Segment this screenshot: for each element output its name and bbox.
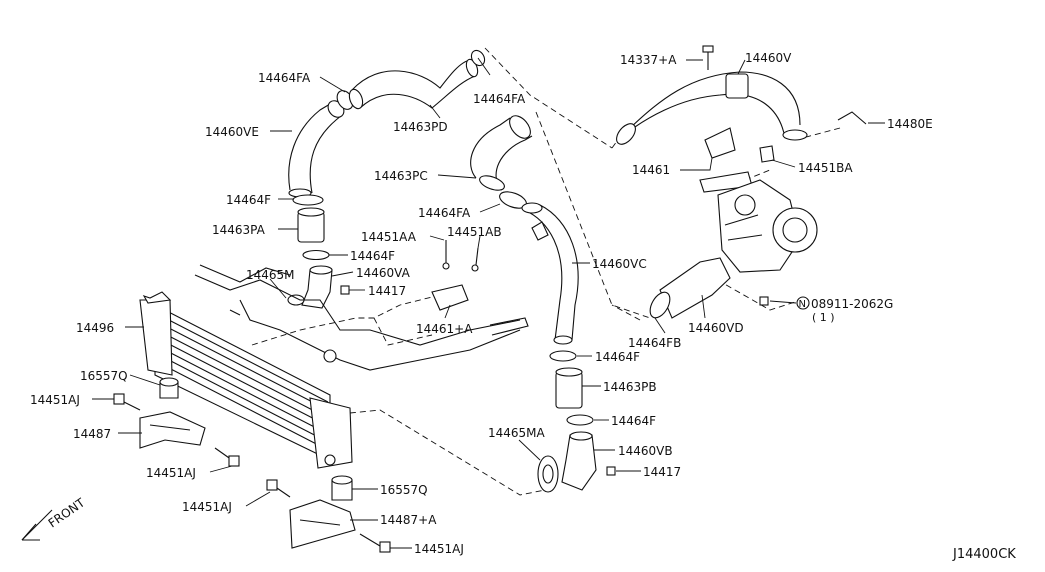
pipe-14460v: [616, 71, 808, 145]
pipe-14460vd: [649, 257, 731, 319]
diagram-code: J14400CK: [952, 547, 1016, 562]
part-label: 14464F: [595, 350, 640, 364]
part-label: 14464FA: [418, 206, 471, 220]
part-label: 14463PA: [212, 223, 266, 237]
reference-n: N: [799, 299, 806, 310]
bolt-14451aj-4: [359, 533, 391, 553]
bolt-14337a: [702, 45, 714, 70]
clip-14480e: [837, 111, 867, 125]
front-direction-indicator: FRONT: [21, 495, 88, 541]
hose-14463pc: [470, 115, 533, 191]
part-label: 14464FA: [258, 71, 311, 85]
hose-14463pb: [555, 367, 583, 409]
part-label: 14451AJ: [30, 393, 80, 407]
part-label: 14464FA: [473, 92, 526, 106]
leader-lines: [92, 57, 885, 549]
part-label: 14460VA: [356, 266, 411, 280]
nut-14417-lower: [606, 466, 616, 476]
clamp-14464f-upper: [292, 194, 324, 206]
part-label: 14451AJ: [146, 466, 196, 480]
nut-08911: [759, 296, 769, 306]
part-label: 14464F: [350, 249, 395, 263]
part-label: 14460VD: [688, 321, 744, 335]
part-label: 14463PC: [374, 169, 428, 183]
part-label: 16557Q: [380, 483, 428, 497]
bolt-14451aj-3: [266, 479, 291, 498]
front-label: FRONT: [46, 495, 88, 530]
part-label: 14461+A: [416, 322, 473, 336]
part-label: 14487+A: [380, 513, 437, 527]
intercooler-14496: [139, 291, 353, 469]
part-label: 14461: [632, 163, 670, 177]
part-label: 14465M: [246, 268, 295, 282]
bolt-14451ba: [759, 145, 775, 163]
part-labels: 14464FA 14464FA 14463PD 14460VE 14337+A …: [30, 51, 933, 556]
clamp-14464f-low: [566, 414, 594, 426]
mount-16557q-left: [159, 377, 179, 399]
part-label: 08911-2062G: [811, 297, 893, 311]
bolt-14451aj-2: [214, 447, 240, 467]
hose-14463pd: [348, 58, 479, 110]
part-label: 14463PB: [603, 380, 657, 394]
part-label: 16557Q: [80, 369, 128, 383]
part-label: 14464F: [611, 414, 656, 428]
part-label: 14460VC: [592, 257, 647, 271]
clamp-14464f-mid: [549, 350, 577, 362]
routing-dashes: [251, 47, 841, 496]
part-label: 14451AJ: [182, 500, 232, 514]
part-label: 14451BA: [798, 161, 853, 175]
bracket-14461a: [431, 240, 479, 311]
bracket-14461: [699, 127, 753, 193]
part-label: 14337+A: [620, 53, 677, 67]
part-label: 14460V: [745, 51, 792, 65]
bracket-14487: [139, 411, 206, 449]
clamp-14464f-lower: [302, 249, 330, 261]
hose-14460ve: [288, 100, 345, 198]
part-label: 14460VE: [205, 125, 259, 139]
hose-14463pa: [297, 207, 325, 243]
part-label: 14463PD: [393, 120, 448, 134]
part-label: 14417: [643, 465, 681, 479]
part-qty-label: ( 1 ): [812, 311, 835, 324]
part-label: 14480E: [887, 117, 933, 131]
part-label: 14451AJ: [414, 542, 464, 556]
part-label: 14496: [76, 321, 114, 335]
bolt-14451aj-1: [113, 393, 141, 411]
part-label: 14417: [368, 284, 406, 298]
frame-outline: [194, 264, 529, 371]
part-label: 14464FB: [628, 336, 681, 350]
pipe-14460vc: [521, 202, 579, 345]
part-label: 14451AA: [361, 230, 417, 244]
part-label: 14460VB: [618, 444, 673, 458]
part-label: 14465MA: [488, 426, 546, 440]
part-label: 14451AB: [447, 225, 502, 239]
turbocharger: [717, 179, 818, 273]
part-label: 14487: [73, 427, 111, 441]
reference-circle-n: [796, 296, 810, 310]
gasket-14465ma: [537, 455, 559, 493]
pipe-14460vb: [561, 431, 597, 491]
pipe-14460va: [287, 265, 333, 309]
bracket-14487a: [289, 499, 356, 549]
nut-14417-upper: [340, 285, 350, 295]
mount-16557q-right: [331, 475, 353, 501]
part-label: 14464F: [226, 193, 271, 207]
